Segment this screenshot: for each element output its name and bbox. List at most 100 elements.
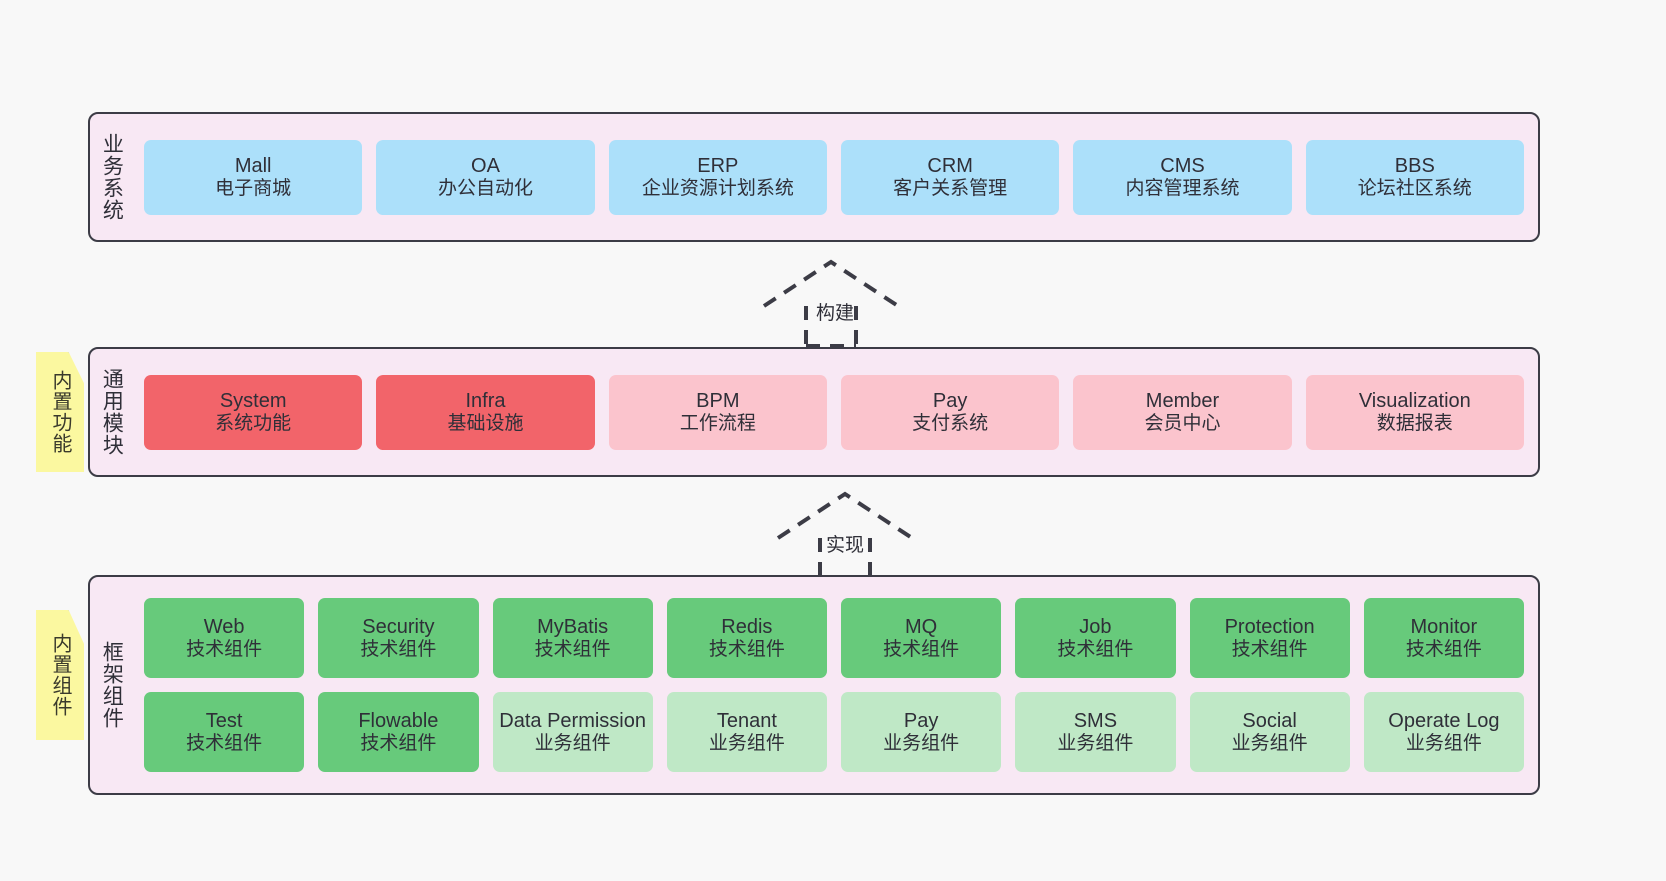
card-subtitle: 系统功能	[215, 412, 292, 434]
card-subtitle: 支付系统	[912, 412, 989, 434]
arrow-shaft-dashed	[804, 306, 858, 348]
card-title: MyBatis	[537, 615, 609, 638]
card-title: System	[219, 389, 287, 412]
card-data-permission[interactable]: Data Permission 业务组件	[492, 692, 653, 772]
card-title: OA	[471, 154, 500, 177]
card-subtitle: 技术组件	[1057, 638, 1134, 660]
card-subtitle: 技术组件	[1405, 638, 1482, 660]
card-operate-log[interactable]: Operate Log 业务组件	[1363, 692, 1524, 772]
connector-build: 构建	[756, 258, 906, 348]
layer-body-business: Mall 电子商城 OA 办公自动化 ERP 企业资源计划系统 CRM 客户关系…	[132, 114, 1538, 240]
card-title: Monitor	[1410, 615, 1478, 638]
card-system[interactable]: System 系统功能	[144, 374, 363, 450]
card-flowable[interactable]: Flowable 技术组件	[318, 692, 479, 772]
card-title: Infra	[465, 389, 506, 412]
card-subtitle: 技术组件	[883, 638, 960, 660]
card-title: Job	[1079, 615, 1112, 638]
layer-business-system: 业务系统 Mall 电子商城 OA 办公自动化 ERP 企业资源计划系统 CRM…	[88, 112, 1540, 242]
card-title: Data Permission	[499, 709, 646, 732]
card-title: Mall	[234, 154, 272, 177]
card-bpm[interactable]: BPM 工作流程	[608, 374, 827, 450]
card-subtitle: 业务组件	[1057, 732, 1134, 754]
connector-implement: 实现	[770, 490, 920, 580]
card-monitor[interactable]: Monitor 技术组件	[1363, 598, 1524, 678]
card-subtitle: 办公自动化	[437, 177, 533, 199]
card-subtitle: 工作流程	[679, 412, 756, 434]
card-subtitle: 企业资源计划系统	[641, 177, 794, 199]
card-subtitle: 电子商城	[215, 177, 292, 199]
card-title: BBS	[1394, 154, 1435, 177]
layer-row: Test 技术组件 Flowable 技术组件 Data Permission …	[144, 692, 1524, 772]
layer-row: Mall 电子商城 OA 办公自动化 ERP 企业资源计划系统 CRM 客户关系…	[144, 139, 1524, 215]
card-subtitle: 业务组件	[1405, 732, 1482, 754]
card-title: Security	[362, 615, 435, 638]
card-test[interactable]: Test 技术组件	[144, 692, 305, 772]
card-redis[interactable]: Redis 技术组件	[666, 598, 827, 678]
card-title: Operate Log	[1388, 709, 1500, 732]
card-title: MQ	[905, 615, 938, 638]
card-infra[interactable]: Infra 基础设施	[376, 374, 595, 450]
layer-title-common: 通用模块	[100, 368, 124, 456]
card-title: BPM	[696, 389, 740, 412]
card-protection[interactable]: Protection 技术组件	[1189, 598, 1350, 678]
card-subtitle: 会员中心	[1144, 412, 1221, 434]
layer-framework-component: 框架组件 Web 技术组件 Security 技术组件 MyBatis 技术组件…	[88, 575, 1540, 795]
layer-row: System 系统功能 Infra 基础设施 BPM 工作流程 Pay 支付系统…	[144, 374, 1524, 450]
card-title: Pay	[932, 389, 968, 412]
card-erp[interactable]: ERP 企业资源计划系统	[608, 139, 827, 215]
card-mall[interactable]: Mall 电子商城	[144, 139, 363, 215]
card-title: Pay	[903, 709, 939, 732]
note-label: 内置功能	[49, 370, 71, 454]
arrowhead-open-dashed	[776, 491, 914, 540]
card-web[interactable]: Web 技术组件	[144, 598, 305, 678]
card-subtitle: 业务组件	[1231, 732, 1308, 754]
card-subtitle: 技术组件	[1231, 638, 1308, 660]
card-crm[interactable]: CRM 客户关系管理	[840, 139, 1060, 215]
card-title: Test	[205, 709, 243, 732]
card-title: Social	[1242, 709, 1297, 732]
card-title: Redis	[721, 615, 773, 638]
card-title: ERP	[697, 154, 739, 177]
card-title: Web	[203, 615, 245, 638]
layer-common-module: 通用模块 System 系统功能 Infra 基础设施 BPM 工作流程 Pay…	[88, 347, 1540, 477]
card-security[interactable]: Security 技术组件	[318, 598, 479, 678]
card-oa[interactable]: OA 办公自动化	[376, 139, 595, 215]
card-subtitle: 论坛社区系统	[1357, 177, 1472, 199]
card-subtitle: 业务组件	[708, 732, 785, 754]
card-social[interactable]: Social 业务组件	[1189, 692, 1350, 772]
card-title: CRM	[927, 154, 973, 177]
card-mybatis[interactable]: MyBatis 技术组件	[492, 598, 653, 678]
card-pay-component[interactable]: Pay 业务组件	[841, 692, 1002, 772]
card-subtitle: 技术组件	[534, 638, 611, 660]
card-sms[interactable]: SMS 业务组件	[1015, 692, 1176, 772]
layer-row: Web 技术组件 Security 技术组件 MyBatis 技术组件 Redi…	[144, 598, 1524, 678]
card-bbs[interactable]: BBS 论坛社区系统	[1305, 139, 1524, 215]
card-tenant[interactable]: Tenant 业务组件	[666, 692, 827, 772]
card-subtitle: 基础设施	[447, 412, 524, 434]
card-title: Flowable	[358, 709, 439, 732]
card-title: CMS	[1160, 154, 1205, 177]
card-member[interactable]: Member 会员中心	[1073, 374, 1292, 450]
card-cms[interactable]: CMS 内容管理系统	[1073, 139, 1292, 215]
card-subtitle: 技术组件	[186, 638, 263, 660]
layer-title-business: 业务系统	[100, 133, 124, 221]
card-pay-module[interactable]: Pay 支付系统	[840, 374, 1060, 450]
layer-body-common: System 系统功能 Infra 基础设施 BPM 工作流程 Pay 支付系统…	[132, 349, 1538, 475]
card-mq[interactable]: MQ 技术组件	[841, 598, 1002, 678]
card-job[interactable]: Job 技术组件	[1015, 598, 1176, 678]
card-title: Visualization	[1358, 389, 1471, 412]
connector-label-implement: 实现	[826, 535, 865, 556]
card-subtitle: 技术组件	[708, 638, 785, 660]
card-subtitle: 数据报表	[1376, 412, 1453, 434]
card-title: Tenant	[716, 709, 777, 732]
card-subtitle: 技术组件	[360, 732, 437, 754]
card-subtitle: 业务组件	[534, 732, 611, 754]
card-subtitle: 内容管理系统	[1125, 177, 1240, 199]
card-visualization[interactable]: Visualization 数据报表	[1305, 374, 1524, 450]
card-subtitle: 技术组件	[186, 732, 263, 754]
note-builtin-component: 内置组件	[36, 610, 84, 740]
card-subtitle: 业务组件	[883, 732, 960, 754]
card-subtitle: 技术组件	[360, 638, 437, 660]
arrowhead-open-dashed	[762, 259, 900, 308]
